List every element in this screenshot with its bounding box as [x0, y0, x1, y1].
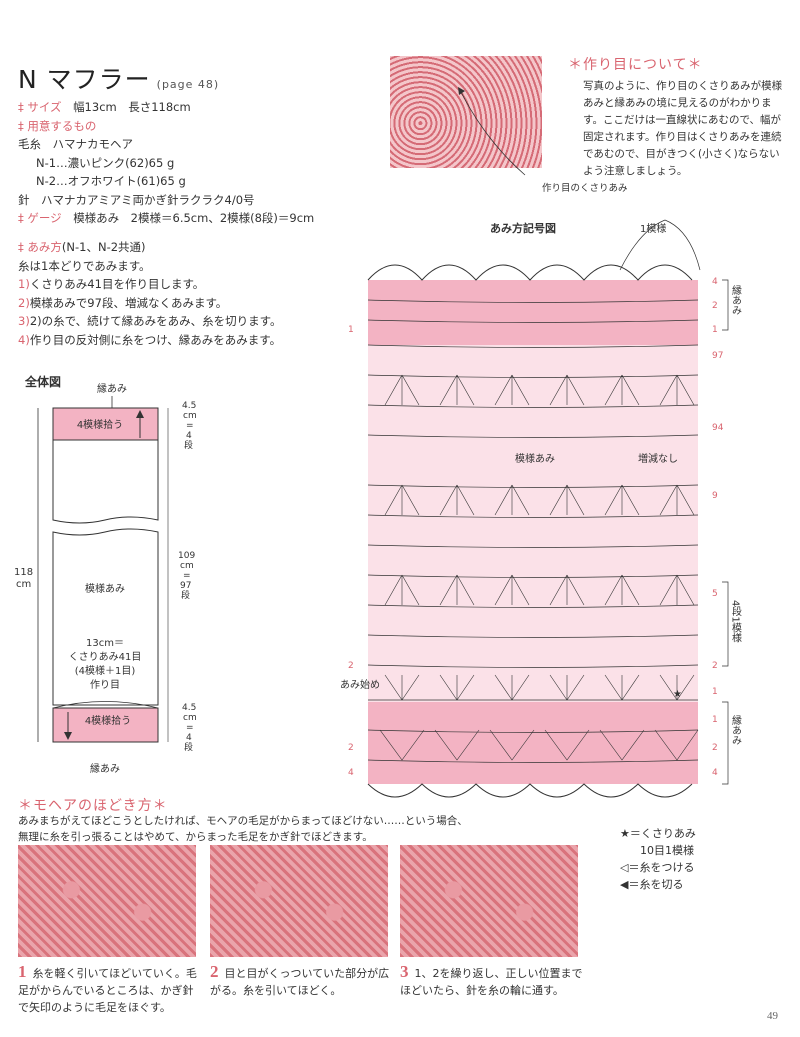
total-length: 118 [14, 567, 33, 578]
row-num: 94 [712, 423, 724, 433]
photo-pointer [458, 87, 526, 176]
pick-top-label: 4模様拾う [77, 418, 123, 431]
row-num: 4 [712, 277, 718, 287]
info-block: ‡ サイズ 幅13cm 長さ118cm ‡ 用意するもの 毛糸 ハマナカモヘア … [18, 98, 314, 228]
method-step: 3)2)の糸で、続けて縁あみをあみ、糸を切ります。 [18, 314, 282, 328]
edge-bottom-label: 縁あみ [730, 714, 742, 745]
svg-text:段: 段 [184, 741, 193, 753]
total-unit: cm [16, 579, 31, 590]
cast-on-photo [390, 56, 542, 168]
mohair-photo-2 [210, 845, 388, 957]
overall-diagram: 全体図 縁あみ 4模様拾う 模様あみ 13cm＝ くさりあみ41目 (4模様＋1… [14, 374, 197, 775]
pattern-label: 模様あみ [85, 582, 125, 595]
chart-title: あみ方記号図 [490, 221, 556, 235]
attach-yarn-icon: ◁ [620, 861, 629, 874]
pattern-band [368, 345, 698, 705]
pattern-chart-label: 模様あみ [515, 452, 555, 465]
top-edge-band [368, 280, 698, 345]
materials-heading: ‡ 用意するもの [18, 118, 97, 133]
rows-repeat-label: 4段1模様 [730, 600, 742, 643]
cast-line2: くさりあみ41目 [69, 651, 142, 663]
bottom-edge-label: 縁あみ [90, 762, 120, 775]
svg-text:=: = [186, 723, 194, 733]
row-num: 2 [712, 301, 718, 311]
mohair-title: ＊モヘアのほどき方＊ [18, 798, 168, 814]
edge-top-label: 縁あみ [730, 284, 742, 315]
overall-title: 全体図 [24, 374, 61, 389]
yarn-line: 毛糸 ハマナカモヘア [18, 137, 133, 151]
stitch-chart: あみ方記号図 1模様 模様あみ 増減なし あみ始め ★ 4 2 1 97 94 … [340, 219, 742, 798]
size-line: ‡ サイズ 幅13cm 長さ118cm [18, 100, 191, 114]
method-step: 4)作り目の反対側に糸をつけ、縁あみをあみます。 [18, 332, 282, 347]
mohair-photo-3 [400, 845, 578, 957]
svg-text:cm: cm [183, 411, 197, 421]
cast-line3: (4模様＋1目) [75, 664, 136, 677]
legend-repeat: 10目1模様 [640, 844, 694, 857]
svg-text:段: 段 [184, 439, 193, 451]
method-step: 2)模様あみで97段、増減なくあみます。 [18, 295, 228, 310]
svg-text:4.5: 4.5 [182, 703, 196, 713]
cast-line1: 13cm＝ [86, 638, 124, 649]
start-label: あみ始め [340, 678, 380, 691]
svg-text:cm: cm [180, 561, 194, 571]
svg-text:段: 段 [181, 589, 190, 601]
row-num: 9 [712, 491, 718, 501]
cast-line4: 作り目 [90, 679, 120, 691]
svg-text:=: = [183, 571, 191, 581]
fan-motifs [379, 374, 699, 761]
photo-caption: 作り目のくさりあみ [542, 183, 628, 194]
page-number: 49 [767, 1010, 778, 1022]
svg-text:109: 109 [178, 551, 195, 561]
svg-text:97: 97 [180, 581, 191, 591]
row-num: 1 [712, 715, 718, 725]
nochange-label: 増減なし [638, 452, 678, 465]
row-num: 2 [712, 743, 718, 753]
legend: ★＝くさりあみ 10目1模様 ◁＝糸をつける ◀＝糸を切る [620, 825, 696, 893]
method-heading: ‡ あみ方(N-1、N-2共通) [18, 240, 146, 254]
cast-note-body: 写真のように、作り目のくさりあみが模様あみと縁あみの境に見えるのがわかります。こ… [583, 80, 783, 177]
row-num: 4 [712, 768, 718, 778]
gauge-line: ‡ ゲージ 模様あみ 2模様＝6.5cm、2模様(8段)＝9cm [18, 211, 315, 225]
row-num-left: 2 [348, 661, 354, 671]
row-num-left: 1 [348, 325, 354, 335]
hook-line: 針 ハマナカアミアミ両かぎ針ラクラク4/0号 [18, 192, 255, 207]
svg-text:=: = [186, 421, 194, 431]
cast-note-title: ＊作り目について＊ [568, 57, 703, 73]
bottom-edge-block [52, 707, 159, 743]
svg-text:4.5: 4.5 [182, 401, 196, 411]
row-num: 5 [712, 589, 718, 599]
row-num: 97 [712, 351, 723, 361]
yarn-n2: N-2…オフホワイト(61)65 g [36, 174, 186, 188]
svg-text:cm: cm [183, 713, 197, 723]
row-num-left: 2 [348, 743, 354, 753]
title-text: N マフラー [18, 65, 151, 94]
legend-chain: ★＝くさりあみ [620, 827, 696, 840]
method-intro: 糸は1本どりであみます。 [18, 258, 151, 273]
svg-text:4: 4 [186, 431, 192, 441]
star-mark: ★ [673, 689, 682, 700]
page-title: N マフラー (page 48) [18, 60, 219, 96]
row-num: 2 [712, 661, 718, 671]
legend-cut: ◀＝糸を切る [620, 878, 684, 891]
top-edge-label: 縁あみ [97, 382, 127, 395]
method-block: ‡ あみ方(N-1、N-2共通) 糸は1本どりであみます。 1)くさりあみ41目… [18, 238, 282, 349]
method-step: 1)くさりあみ41目を作り目します。 [18, 277, 205, 291]
row-num: 1 [712, 325, 718, 335]
yarn-n1: N-1…濃いピンク(62)65 g [36, 155, 175, 170]
chart-rows [367, 299, 699, 763]
legend-attach: ◁＝糸をつける [620, 861, 695, 874]
mohair-photo-1 [18, 845, 196, 957]
bottom-edge-band [368, 702, 698, 784]
page-reference: (page 48) [156, 78, 220, 91]
row-num: 1 [712, 687, 718, 697]
repeat-label: 1模様 [640, 222, 666, 235]
mohair-body: あみまちがえてほどこうとしたければ、モヘアの毛足がからまってほどけない……という… [18, 815, 468, 843]
cut-yarn-icon: ◀ [620, 878, 629, 891]
row-num-left: 4 [348, 768, 354, 778]
svg-text:4: 4 [186, 733, 192, 743]
pick-bottom-label: 4模様拾う [85, 714, 131, 727]
